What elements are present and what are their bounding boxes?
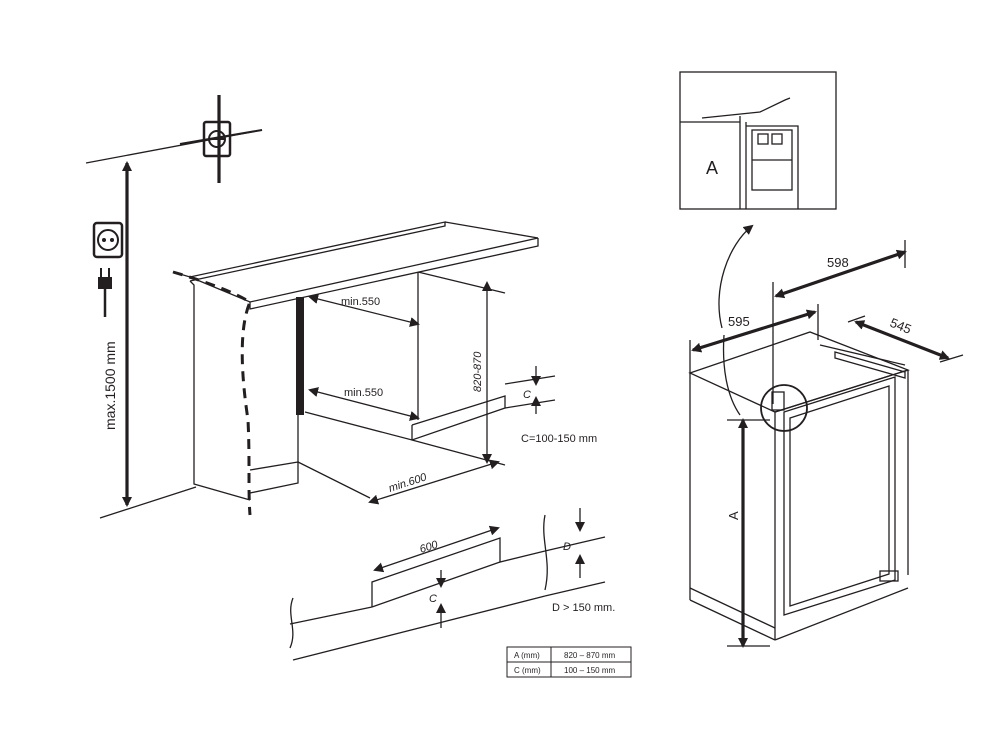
hinge-detail-box: A	[679, 71, 837, 416]
min-width-lower-label: min.550	[344, 387, 383, 399]
fridge-dimensions: 595 598 545 A	[689, 240, 964, 648]
width-595-label: 595	[728, 314, 750, 329]
width-598-label: 598	[827, 255, 849, 270]
niche-height-label: 820-870	[472, 351, 484, 392]
plinth-ventilation: 600 D C D > 150 mm.	[289, 508, 615, 661]
table-key-c: C (mm)	[514, 666, 541, 675]
a-side-label: A	[726, 511, 741, 520]
fridge-unit	[688, 331, 910, 641]
c-range-label: C=100-150 mm	[521, 433, 597, 445]
min-width-upper-label: min.550	[341, 296, 380, 308]
wall-height-section: max.1500 mm	[85, 129, 263, 519]
wall-socket-icon	[92, 221, 124, 259]
d-label: D	[563, 541, 571, 553]
table-value-c: 100 – 150 mm	[564, 666, 615, 675]
niche-dimensions: min.550 min.550 820-870 C C=100-150 mm m…	[308, 281, 597, 505]
min-depth-label: min.600	[387, 471, 429, 495]
table-key-a: A (mm)	[514, 651, 540, 660]
depth-545-label: 545	[888, 315, 914, 337]
table-value-a: 820 – 870 mm	[564, 651, 615, 660]
detail-a-label: A	[706, 158, 718, 178]
dimension-table: A (mm) 820 – 870 mm C (mm) 100 – 150 mm	[506, 646, 632, 678]
ceiling-socket-icon	[179, 95, 263, 183]
max-height-label: max.1500 mm	[102, 341, 118, 430]
vent-width-label: 600	[418, 538, 440, 555]
c-upper-label: C	[523, 389, 531, 401]
d-rule-label: D > 150 mm.	[552, 602, 615, 614]
power-plug-icon	[98, 268, 112, 317]
cabinet-niche	[172, 221, 539, 516]
c-lower-label: C	[429, 593, 437, 605]
